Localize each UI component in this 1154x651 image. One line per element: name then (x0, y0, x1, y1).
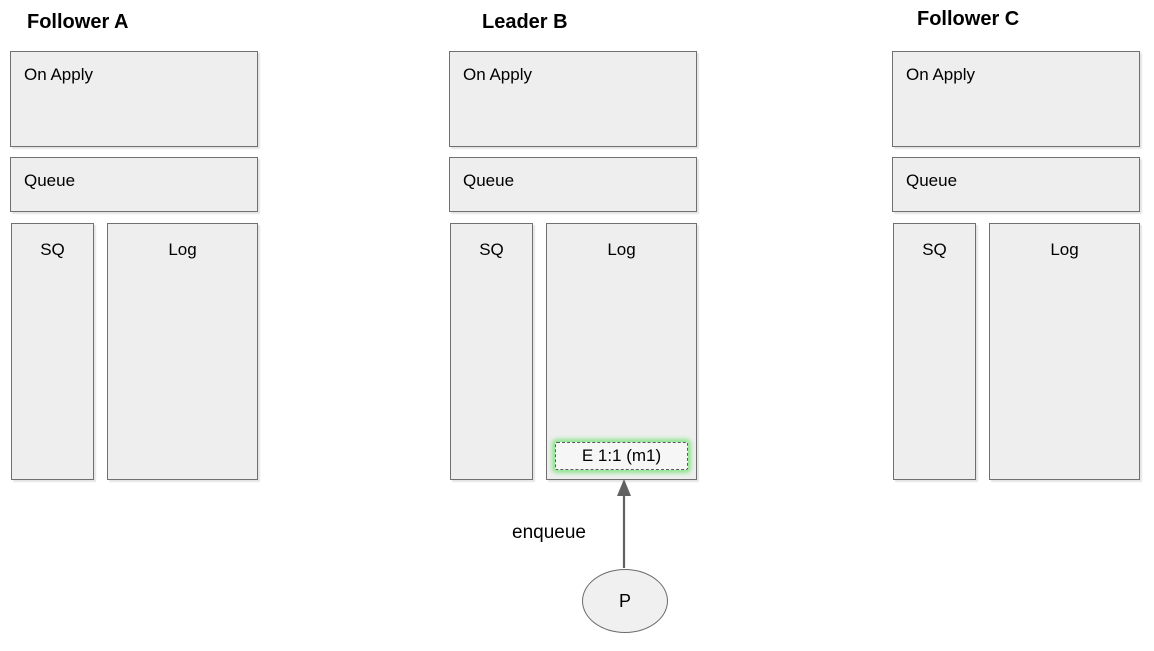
queue-label: Queue (906, 171, 958, 190)
log-box: Log E 1:1 (m1) (546, 223, 697, 480)
sq-label: SQ (479, 240, 504, 259)
log-label: Log (607, 240, 636, 259)
log-label: Log (168, 240, 197, 259)
node-follower-a: Follower A On Apply Queue SQ Log (10, 0, 258, 651)
queue-box: Queue (10, 157, 258, 212)
sq-box: SQ (11, 223, 94, 480)
node-title: Follower A (27, 11, 129, 33)
sq-label: SQ (40, 240, 65, 259)
on-apply-label: On Apply (463, 65, 532, 84)
producer-label: P (618, 590, 631, 611)
queue-label: Queue (463, 171, 515, 190)
node-title: Follower C (917, 8, 1020, 30)
on-apply-label: On Apply (906, 65, 975, 84)
sq-box: SQ (893, 223, 976, 480)
on-apply-box: On Apply (449, 51, 697, 147)
log-box: Log (989, 223, 1140, 480)
enqueue-label: enqueue (512, 522, 586, 543)
log-box: Log (107, 223, 258, 480)
on-apply-label: On Apply (24, 65, 93, 84)
queue-label: Queue (24, 171, 76, 190)
log-label: Log (1050, 240, 1079, 259)
producer-node: P (582, 569, 668, 633)
node-title: Leader B (482, 11, 568, 33)
sq-label: SQ (922, 240, 947, 259)
node-follower-c: Follower C On Apply Queue SQ Log (892, 0, 1140, 651)
queue-box: Queue (449, 157, 697, 212)
sq-box: SQ (450, 223, 533, 480)
on-apply-box: On Apply (892, 51, 1140, 147)
on-apply-box: On Apply (10, 51, 258, 147)
log-entry-highlighted: E 1:1 (m1) (555, 442, 688, 470)
queue-box: Queue (892, 157, 1140, 212)
node-leader-b: Leader B On Apply Queue SQ Log E 1:1 (m1… (449, 0, 697, 651)
